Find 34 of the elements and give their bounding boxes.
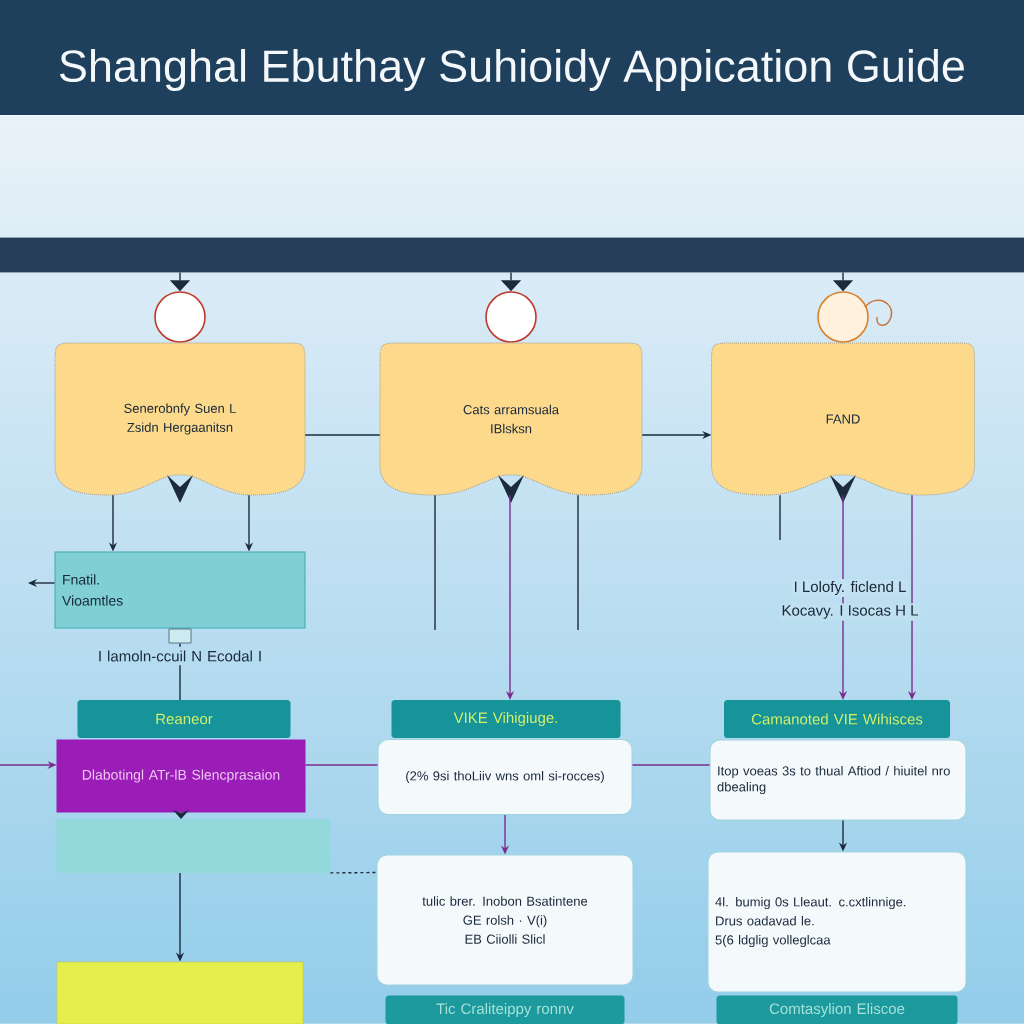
- wavy-box: Senerobnfy Suen L Zsidn Hergaanitsn: [54, 342, 306, 496]
- wavy-box: Cats arramsuala IBlsksn: [379, 342, 643, 496]
- circle: [154, 291, 206, 343]
- process-box: [55, 819, 331, 873]
- wavy-box: FAND: [711, 342, 975, 496]
- connector-line: [779, 494, 781, 541]
- process-box: [56, 961, 304, 1024]
- process-box: Itop voeas 3s to thual Aftiod / hiuitel nro dbealing: [709, 739, 967, 821]
- text-label: I lamoln-ccuil N Ecodal I: [99, 650, 261, 662]
- connector-line: [304, 434, 381, 436]
- circle: [485, 291, 537, 343]
- header-bar: Reaneor: [77, 700, 291, 738]
- header-bar: Camanoted VIE Wihisces: [724, 700, 950, 738]
- connector-line: [434, 494, 436, 631]
- footer-bar: Tic Craliteippy ronnv: [385, 995, 625, 1024]
- title-banner: Shanghal Ebuthay Suhioidy Appication Guide: [0, 0, 1024, 115]
- text-label: Kocavy. I Isocas H L: [779, 603, 921, 621]
- connector-line: [179, 642, 181, 648]
- process-box: Dlabotingl ATr-lB Slencprasaion: [56, 739, 306, 813]
- connector-line: [631, 764, 711, 766]
- process-box: Fnatil. Vioamtles: [54, 551, 306, 629]
- process-box: (2% 9si thoLiiv wns oml si-rocces): [377, 739, 633, 815]
- process-box: 4l. bumig 0s Lleaut. c.cxtlinnige. Drus oadavad le. 5(6 ldglig volleglcaa: [707, 851, 967, 993]
- footer-bar: Comtasylion Eliscoe: [716, 995, 958, 1024]
- connector-line: [304, 764, 379, 766]
- header-bar: VIKE Vihigiuge.: [391, 700, 621, 738]
- small-square-icon: [168, 628, 192, 644]
- process-box: tulic brer. Inobon Bsatintene GE rolsh · V(i) EB Ciiolli Slicl: [376, 854, 634, 986]
- connector-line: [179, 664, 181, 701]
- banner-band: [0, 237, 1024, 273]
- connector-line: [577, 494, 579, 631]
- connector-line: [329, 871, 378, 874]
- circle: [817, 291, 893, 343]
- text-label: I Lolofy. ficlend L: [791, 579, 909, 597]
